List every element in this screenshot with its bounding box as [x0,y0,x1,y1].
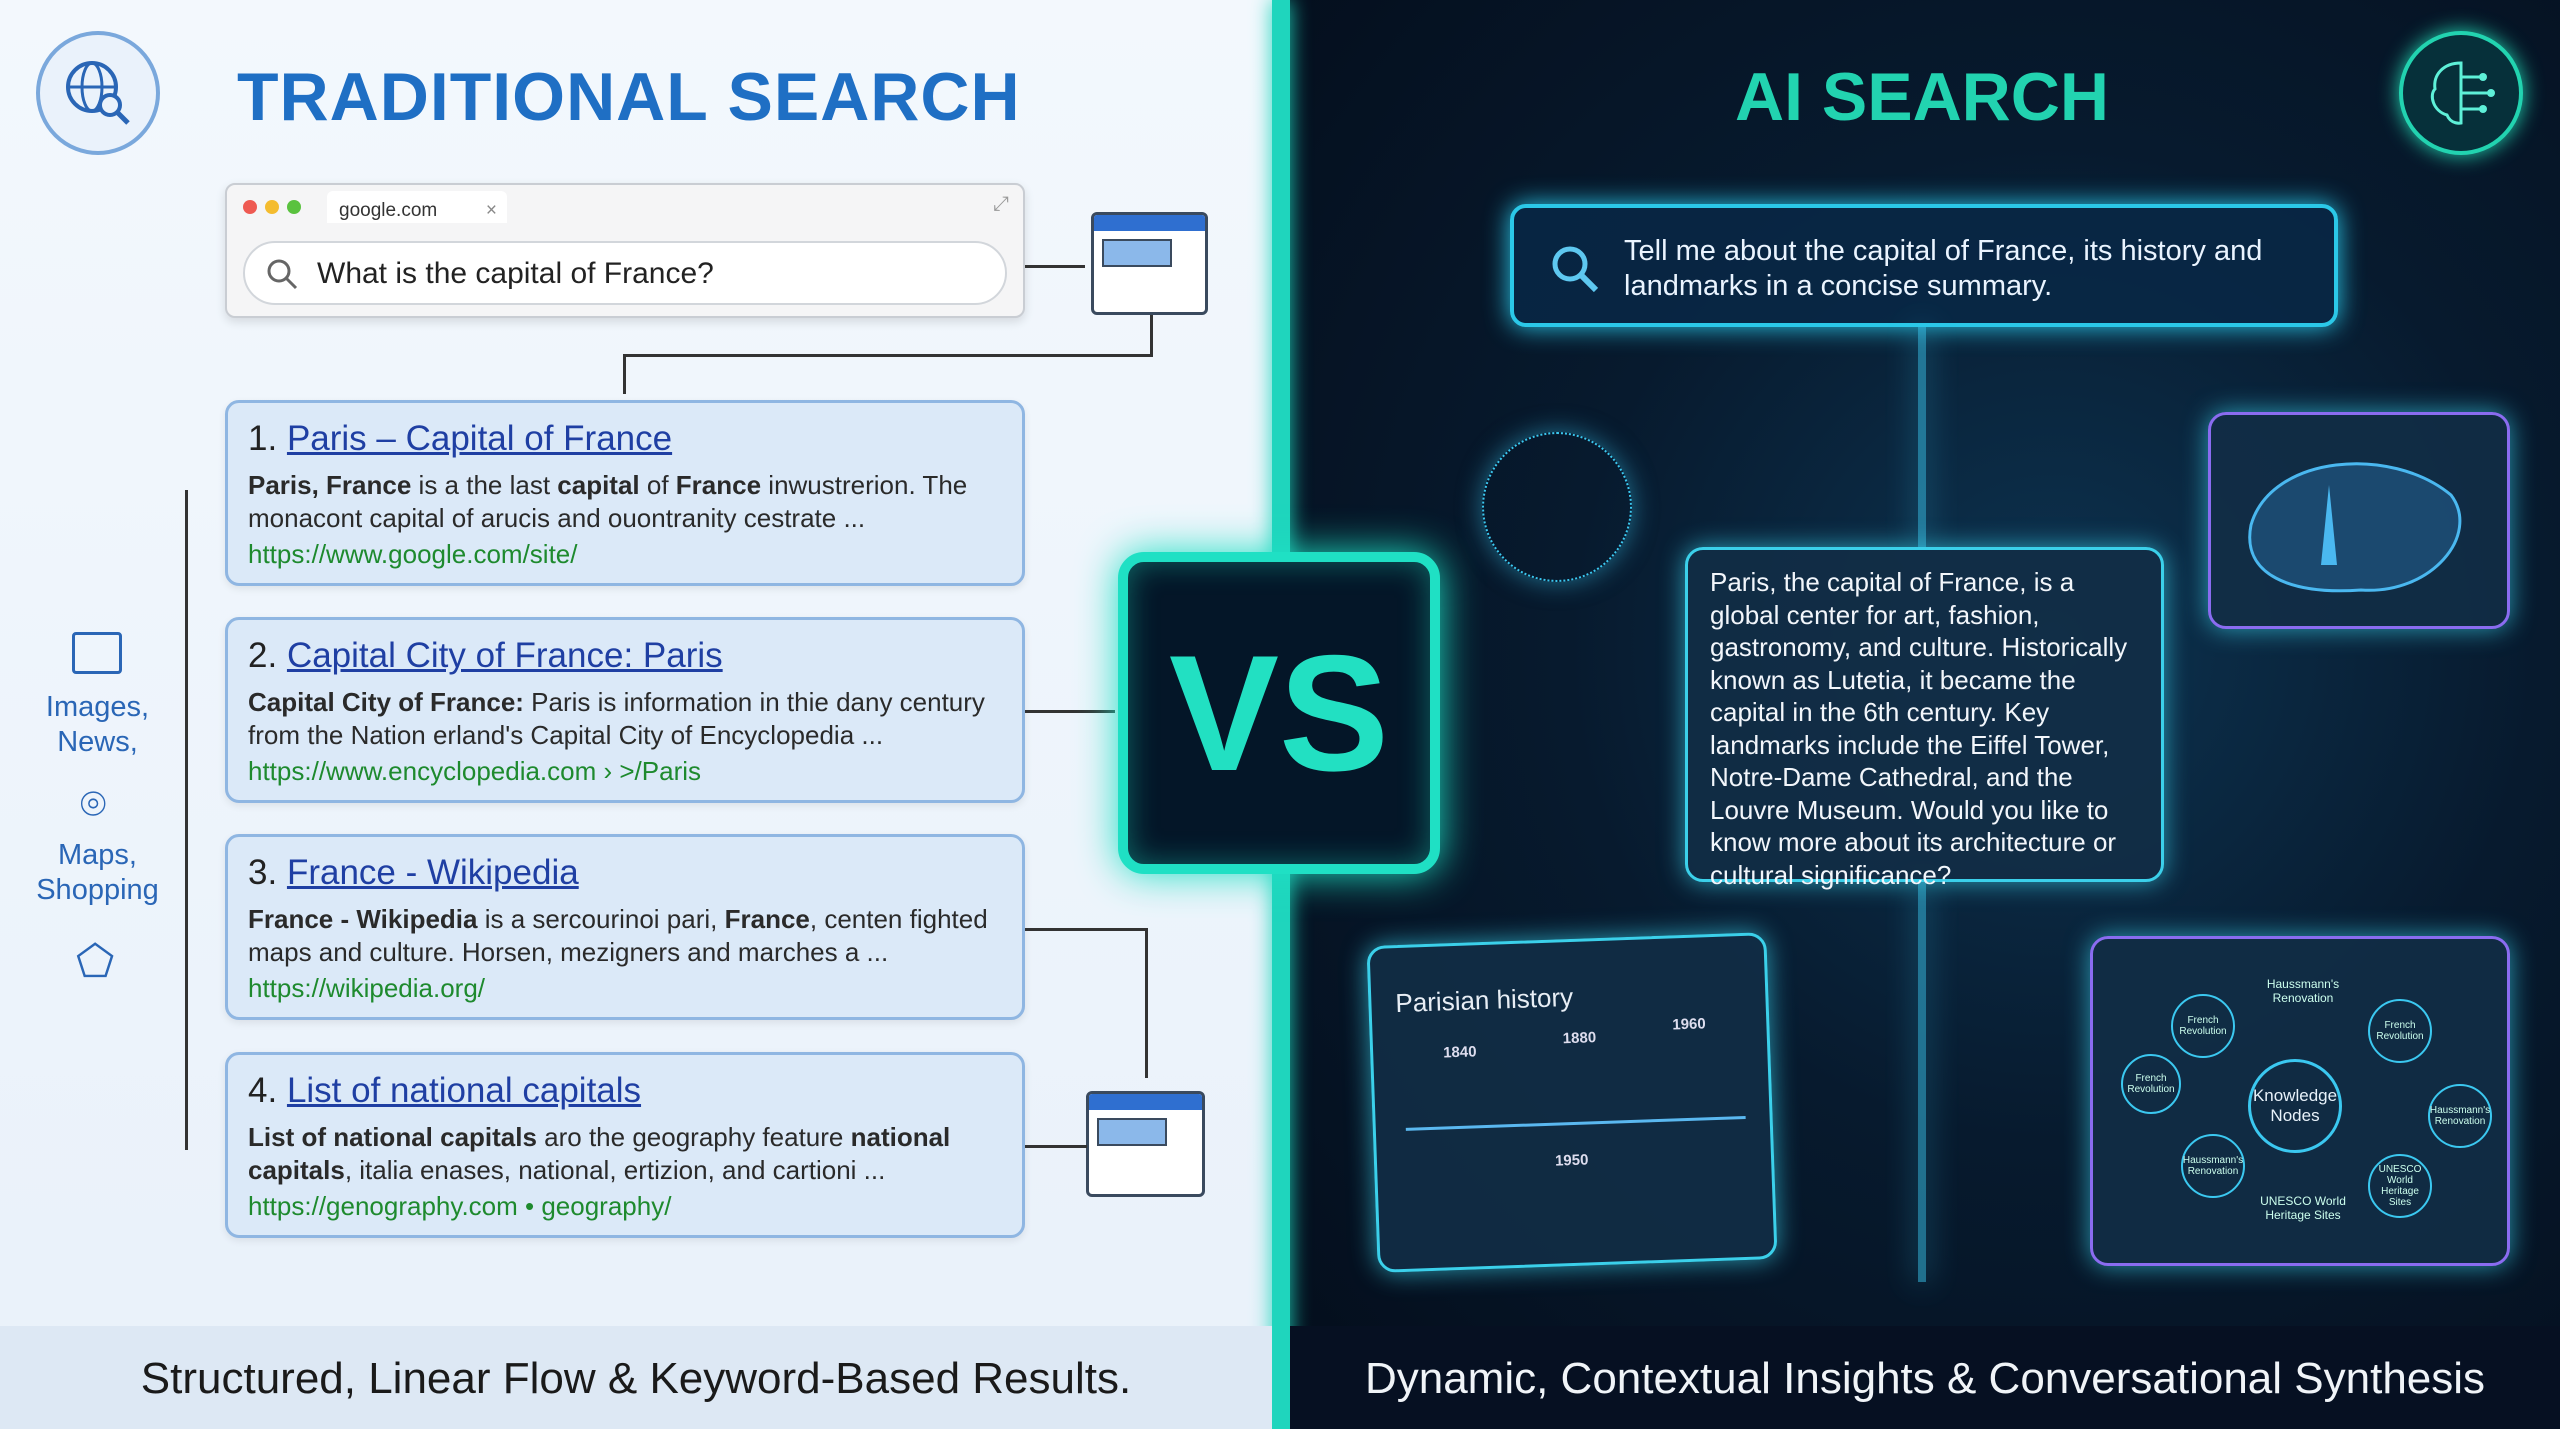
search-icon [1552,246,1599,293]
search-result: 3. France - Wikipedia France - Wikipedia… [225,834,1025,1020]
connector [623,354,626,394]
parisian-history-card: Parisian history 1840 1880 1960 1950 [1366,932,1778,1273]
result-url[interactable]: https://www.google.com/site/ [248,539,578,569]
image-icon [72,632,122,674]
traditional-search-title: TRADITIONAL SEARCH [237,59,1021,135]
connector [1150,315,1153,355]
connector [1025,710,1115,713]
knowledge-node[interactable]: Haussmann's Renovation [2266,977,2340,1005]
paris-map-card [2208,412,2510,629]
connector [1145,928,1148,1078]
search-result: 4. List of national capitals List of nat… [225,1052,1025,1238]
year-label: 1840 [1442,1043,1477,1062]
neural-stream [1918,882,1926,1282]
map-pin-icon: ⌾ [80,780,107,829]
knowledge-node[interactable]: French Revolution [2121,1054,2181,1114]
result-url[interactable]: https://www.encyclopedia.com › >/Paris [248,756,702,786]
tag-icon: ⬠ [76,937,115,986]
ai-query-text: Tell me about the capital of France, its… [1624,235,2263,302]
bracket [185,490,188,1150]
connector [623,354,1153,357]
year-label: 1950 [1554,1151,1589,1170]
globe-search-icon [36,31,160,155]
search-result: 2. Capital City of France: Paris Capital… [225,617,1025,803]
result-link[interactable]: Capital City of France: Paris [286,636,723,675]
expand-icon[interactable]: ⤢ [993,193,1009,215]
knowledge-node[interactable]: UNESCO World Heritage Sites [2260,1194,2346,1222]
knowledge-nodes-card: Knowledge Nodes Haussmann's Renovation F… [2090,936,2510,1266]
result-url[interactable]: https://wikipedia.org/ [248,973,486,1003]
knowledge-node[interactable]: Haussmann's Renovation [2181,1134,2245,1198]
search-icon [267,259,298,290]
knowledge-node[interactable]: UNESCO World Heritage Sites [2368,1154,2432,1218]
brain-circuit-icon [2399,31,2523,155]
result-link[interactable]: List of national capitals [286,1071,642,1110]
neural-stream [1918,327,1926,547]
year-label: 1880 [1562,1029,1597,1048]
timeline-axis [1405,1115,1746,1131]
knowledge-node[interactable]: French Revolution [2368,999,2432,1063]
result-url[interactable]: https://genography.com • geography/ [248,1191,672,1221]
browser-window-icon [1086,1091,1205,1197]
browser-window: google.com × ⤢ What is the capital of Fra… [225,183,1025,318]
ai-search-title: AI SEARCH [1734,59,2110,135]
knowledge-node[interactable]: French Revolution [2171,994,2235,1058]
vs-badge: VS [1118,552,1440,874]
year-label: 1960 [1672,1015,1707,1034]
history-title: Parisian history [1394,981,1574,1019]
result-link[interactable]: France - Wikipedia [286,853,579,892]
knowledge-node[interactable]: Haussmann's Renovation [2428,1084,2492,1148]
connector [1025,928,1147,931]
tab-close-icon[interactable]: × [485,200,497,221]
tab-label: google.com [339,200,438,221]
connector [1025,1145,1087,1148]
browser-window-icon [1091,212,1208,315]
result-link[interactable]: Paris – Capital of France [286,419,673,458]
search-query: What is the capital of France? [317,257,714,290]
search-result: 1. Paris – Capital of France Paris, Fran… [225,400,1025,586]
images-news-label: Images, News, [45,691,150,758]
ai-query-input[interactable]: Tell me about the capital of France, its… [1510,204,2338,327]
traditional-caption: Structured, Linear Flow & Keyword-Based … [0,1326,1272,1429]
browser-tab[interactable]: google.com × [327,191,507,223]
search-input[interactable]: What is the capital of France? [243,241,1007,305]
connector [1025,265,1085,268]
ai-answer-card: Paris, the capital of France, is a globa… [1685,547,2164,890]
ai-caption: Dynamic, Contextual Insights & Conversat… [1290,1326,2560,1429]
network-globe-icon [1482,432,1632,582]
maps-shopping-label: Maps, Shopping [36,839,159,906]
knowledge-center-node: Knowledge Nodes [2248,1059,2342,1153]
